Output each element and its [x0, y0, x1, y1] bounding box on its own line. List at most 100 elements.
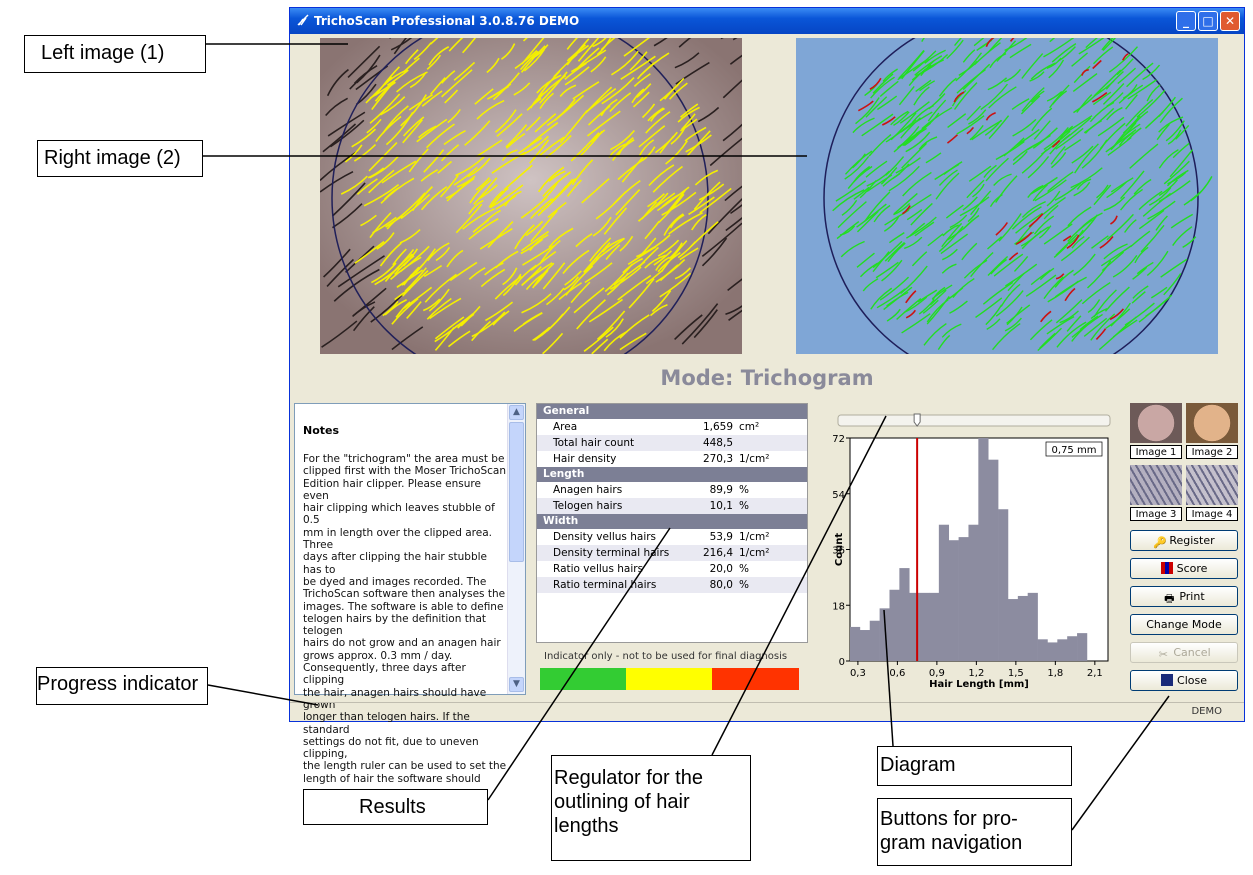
hair-stroke [1049, 84, 1070, 109]
hair-stroke [1110, 302, 1131, 327]
image-3-button[interactable]: Image 3 [1130, 507, 1182, 521]
hair-stroke [896, 298, 922, 320]
hair-stroke [982, 281, 1014, 305]
row-name: Density terminal hairs [553, 547, 670, 559]
hair-stroke [539, 71, 568, 104]
hair-stroke [1071, 145, 1094, 164]
x-axis-label: Hair Length [mm] [929, 679, 1029, 690]
thumbnail-image-2[interactable] [1186, 403, 1238, 443]
hair-stroke [513, 82, 531, 96]
hair-stroke [967, 207, 980, 223]
hair-stroke [347, 45, 381, 79]
hair-stroke [1083, 317, 1108, 337]
mode-label: Mode: Trichogram [660, 366, 874, 390]
hair-stroke [503, 164, 533, 191]
hair-stroke [681, 113, 696, 131]
close-window-button[interactable]: ✕ [1220, 11, 1240, 31]
scroll-down-button[interactable]: ▼ [509, 677, 524, 692]
maximize-button[interactable]: □ [1198, 11, 1218, 31]
hair-stroke [1039, 267, 1055, 281]
hair-stroke [1011, 206, 1042, 230]
hair-stroke [428, 46, 450, 66]
notes-scrollbar[interactable]: ▲ ▼ [507, 404, 525, 694]
hair-stroke [668, 242, 683, 260]
hair-stroke [471, 311, 506, 338]
print-button[interactable]: 🖶Print [1130, 586, 1238, 607]
scroll-thumb[interactable] [509, 422, 524, 562]
notes-panel[interactable]: Notes For the "trichogram" the area must… [294, 403, 526, 785]
hair-stroke [942, 224, 959, 237]
hair-stroke [570, 132, 600, 162]
hair-stroke [1056, 273, 1065, 280]
row-unit: % [739, 484, 749, 496]
maximize-icon: □ [1202, 14, 1214, 28]
hair-stroke [566, 44, 586, 62]
close-button[interactable]: Close [1130, 670, 1238, 691]
hair-stroke [1037, 327, 1062, 352]
hair-stroke [379, 242, 402, 267]
thumbnail-image-3[interactable] [1130, 465, 1182, 505]
hair-stroke [1046, 190, 1061, 207]
image-2-button[interactable]: Image 2 [1186, 445, 1238, 459]
hair-stroke [326, 258, 355, 287]
status-text: DEMO [1191, 706, 1222, 717]
cancel-button[interactable]: ✂Cancel [1130, 642, 1238, 663]
change-mode-button[interactable]: Change Mode [1130, 614, 1238, 635]
y-tick-label: 18 [832, 601, 845, 612]
hair-stroke [641, 103, 656, 119]
hair-stroke [647, 193, 665, 208]
hair-stroke [546, 287, 565, 306]
hair-stroke [492, 72, 520, 101]
hair-stroke [1090, 308, 1108, 320]
hair-stroke [374, 271, 395, 286]
hair-stroke [1020, 95, 1041, 115]
hair-stroke [494, 109, 517, 133]
histogram-bar [879, 608, 890, 661]
hair-stroke [1050, 146, 1066, 165]
hair-stroke [1096, 184, 1109, 199]
image-1-button[interactable]: Image 1 [1130, 445, 1182, 459]
hair-stroke [905, 309, 917, 319]
hair-stroke [1004, 317, 1022, 332]
hair-stroke [323, 248, 351, 278]
marker-value-label: 0,75 mm [1052, 445, 1097, 456]
length-slider-thumb[interactable] [913, 413, 921, 427]
hair-stroke [697, 106, 720, 123]
register-button[interactable]: 🔑Register [1130, 530, 1238, 551]
scroll-up-button[interactable]: ▲ [509, 405, 524, 420]
hair-stroke [1084, 120, 1103, 134]
image-4-button[interactable]: Image 4 [1186, 507, 1238, 521]
hair-stroke [604, 263, 634, 293]
score-button[interactable]: Score [1130, 558, 1238, 579]
minimize-button[interactable]: _ [1176, 11, 1196, 31]
hair-stroke [847, 165, 873, 189]
hair-stroke [609, 266, 642, 291]
hair-stroke [902, 205, 911, 215]
hair-stroke [460, 305, 481, 327]
thumbnail-image-4[interactable] [1186, 465, 1238, 505]
hair-stroke [921, 106, 953, 130]
hair-stroke [1093, 289, 1117, 318]
hair-stroke [931, 284, 953, 300]
callout-line: lengths [554, 815, 619, 837]
thumbnail-image-1[interactable] [1130, 403, 1182, 443]
y-tick-label: 72 [832, 434, 845, 445]
notes-text: For the "trichogram" the area must be cl… [303, 453, 508, 785]
right-image[interactable] [796, 38, 1218, 354]
hair-stroke [942, 248, 958, 261]
key-icon: 🔑 [1153, 536, 1168, 549]
hair-stroke [1071, 52, 1089, 67]
hair-stroke [520, 196, 548, 219]
hair-stroke [566, 179, 582, 197]
left-image[interactable] [320, 38, 742, 354]
hair-stroke [420, 168, 439, 182]
hair-stroke [832, 189, 865, 212]
hair-stroke [1098, 322, 1129, 351]
hair-stroke [655, 256, 670, 271]
hair-stroke [985, 304, 1003, 326]
hair-stroke [1106, 106, 1123, 121]
